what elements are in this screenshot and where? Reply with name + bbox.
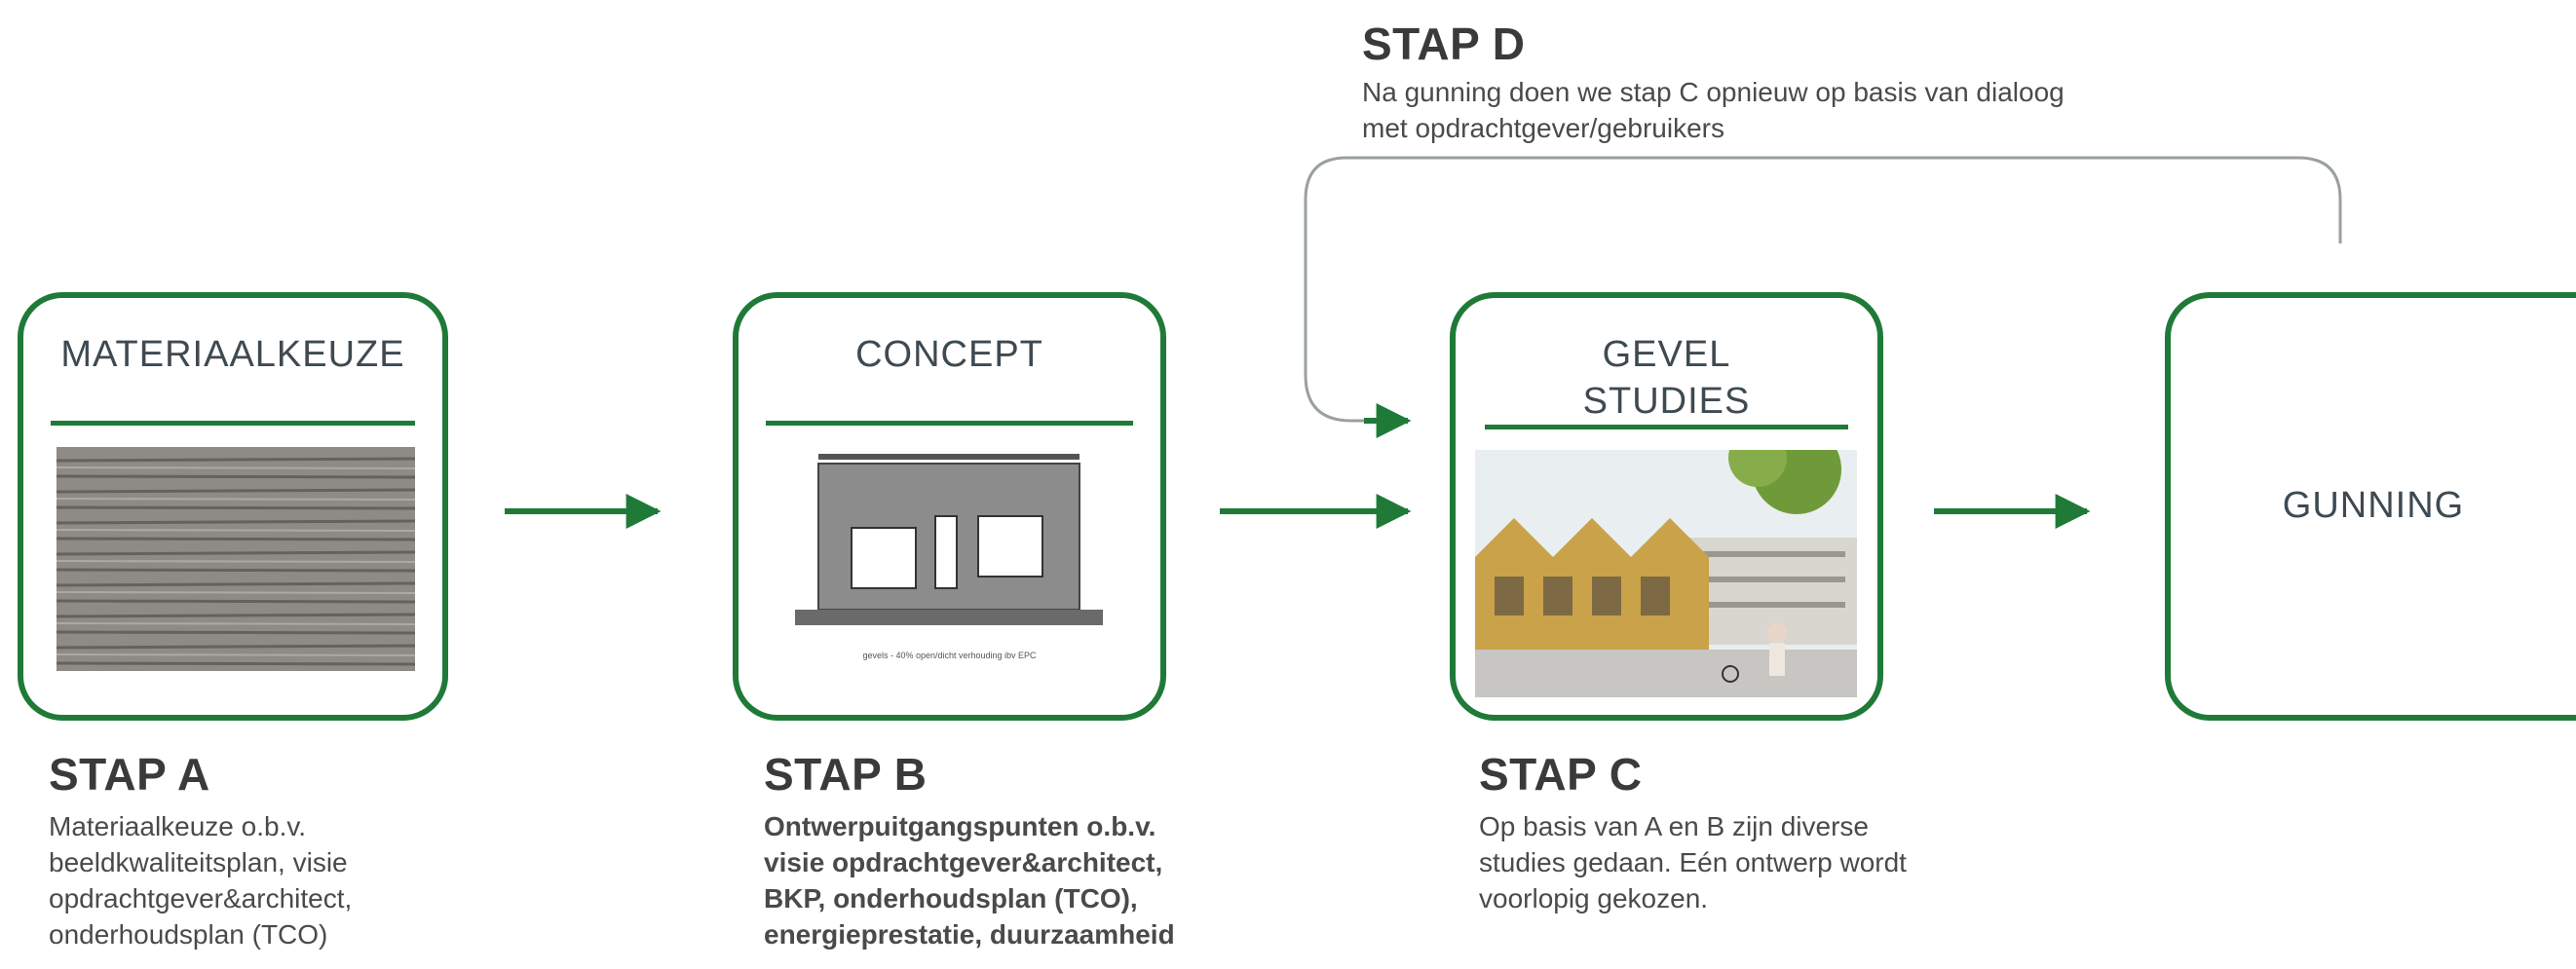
divider <box>51 421 415 426</box>
box-title-line2: STUDIES <box>1582 381 1751 422</box>
box-gevel-studies: GEVEL STUDIES <box>1450 292 1883 721</box>
stap-b-line: visie opdrachtgever&architect, <box>764 847 1163 877</box>
stap-c-heading: STAP C <box>1479 749 1643 800</box>
stap-a-description: Materiaalkeuze o.b.v. beeldkwaliteitspla… <box>49 808 352 952</box>
stap-a-line: onderhoudsplan (TCO) <box>49 919 328 950</box>
stap-c-line: Op basis van A en B zijn diverse <box>1479 811 1869 841</box>
stap-d-line: Na gunning doen we stap C opnieuw op bas… <box>1362 77 2065 107</box>
box-concept: CONCEPT gevels - 40% open/dicht verhoudi… <box>733 292 1166 721</box>
stap-d-heading: STAP D <box>1362 19 1526 69</box>
box-title: CONCEPT <box>855 334 1043 375</box>
box-title-line1: GEVEL <box>1602 334 1731 375</box>
stap-a-line: beeldkwaliteitsplan, visie <box>49 847 348 877</box>
concept-caption: gevels - 40% open/dicht verhouding ibv E… <box>862 651 1037 660</box>
stap-b-heading: STAP B <box>764 749 928 800</box>
stap-b-line: Ontwerpuitgangspunten o.b.v. <box>764 811 1156 841</box>
stap-d-line: met opdrachtgever/gebruikers <box>1362 113 1724 143</box>
feedback-loop-arrow <box>1304 156 2342 423</box>
facade-rendering-photo <box>1475 450 1857 697</box>
box-gunning: GUNNING <box>2165 292 2576 721</box>
stap-b-description: Ontwerpuitgangspunten o.b.v. visie opdra… <box>764 808 1175 952</box>
stap-a-line: Materiaalkeuze o.b.v. <box>49 811 307 841</box>
divider <box>766 421 1133 426</box>
stap-a-line: opdrachtgever&architect, <box>49 883 353 913</box>
facade-concept-drawing <box>795 454 1103 625</box>
stap-b-line: BKP, onderhoudsplan (TCO), <box>764 883 1138 913</box>
stap-c-line: voorlopig gekozen. <box>1479 883 1709 913</box>
stap-b-line: energieprestatie, duurzaamheid <box>764 919 1175 950</box>
box-materiaalkeuze: MATERIAALKEUZE <box>18 292 448 721</box>
box-title: MATERIAALKEUZE <box>60 334 405 375</box>
stap-c-line: studies gedaan. Eén ontwerp wordt <box>1479 847 1907 877</box>
divider <box>1485 425 1848 429</box>
box-title: GUNNING <box>2282 485 2465 526</box>
stap-a-heading: STAP A <box>49 749 210 800</box>
stap-c-description: Op basis van A en B zijn diverse studies… <box>1479 808 1907 916</box>
brick-texture-image <box>57 447 415 671</box>
stap-d-description: Na gunning doen we stap C opnieuw op bas… <box>1362 74 2065 146</box>
